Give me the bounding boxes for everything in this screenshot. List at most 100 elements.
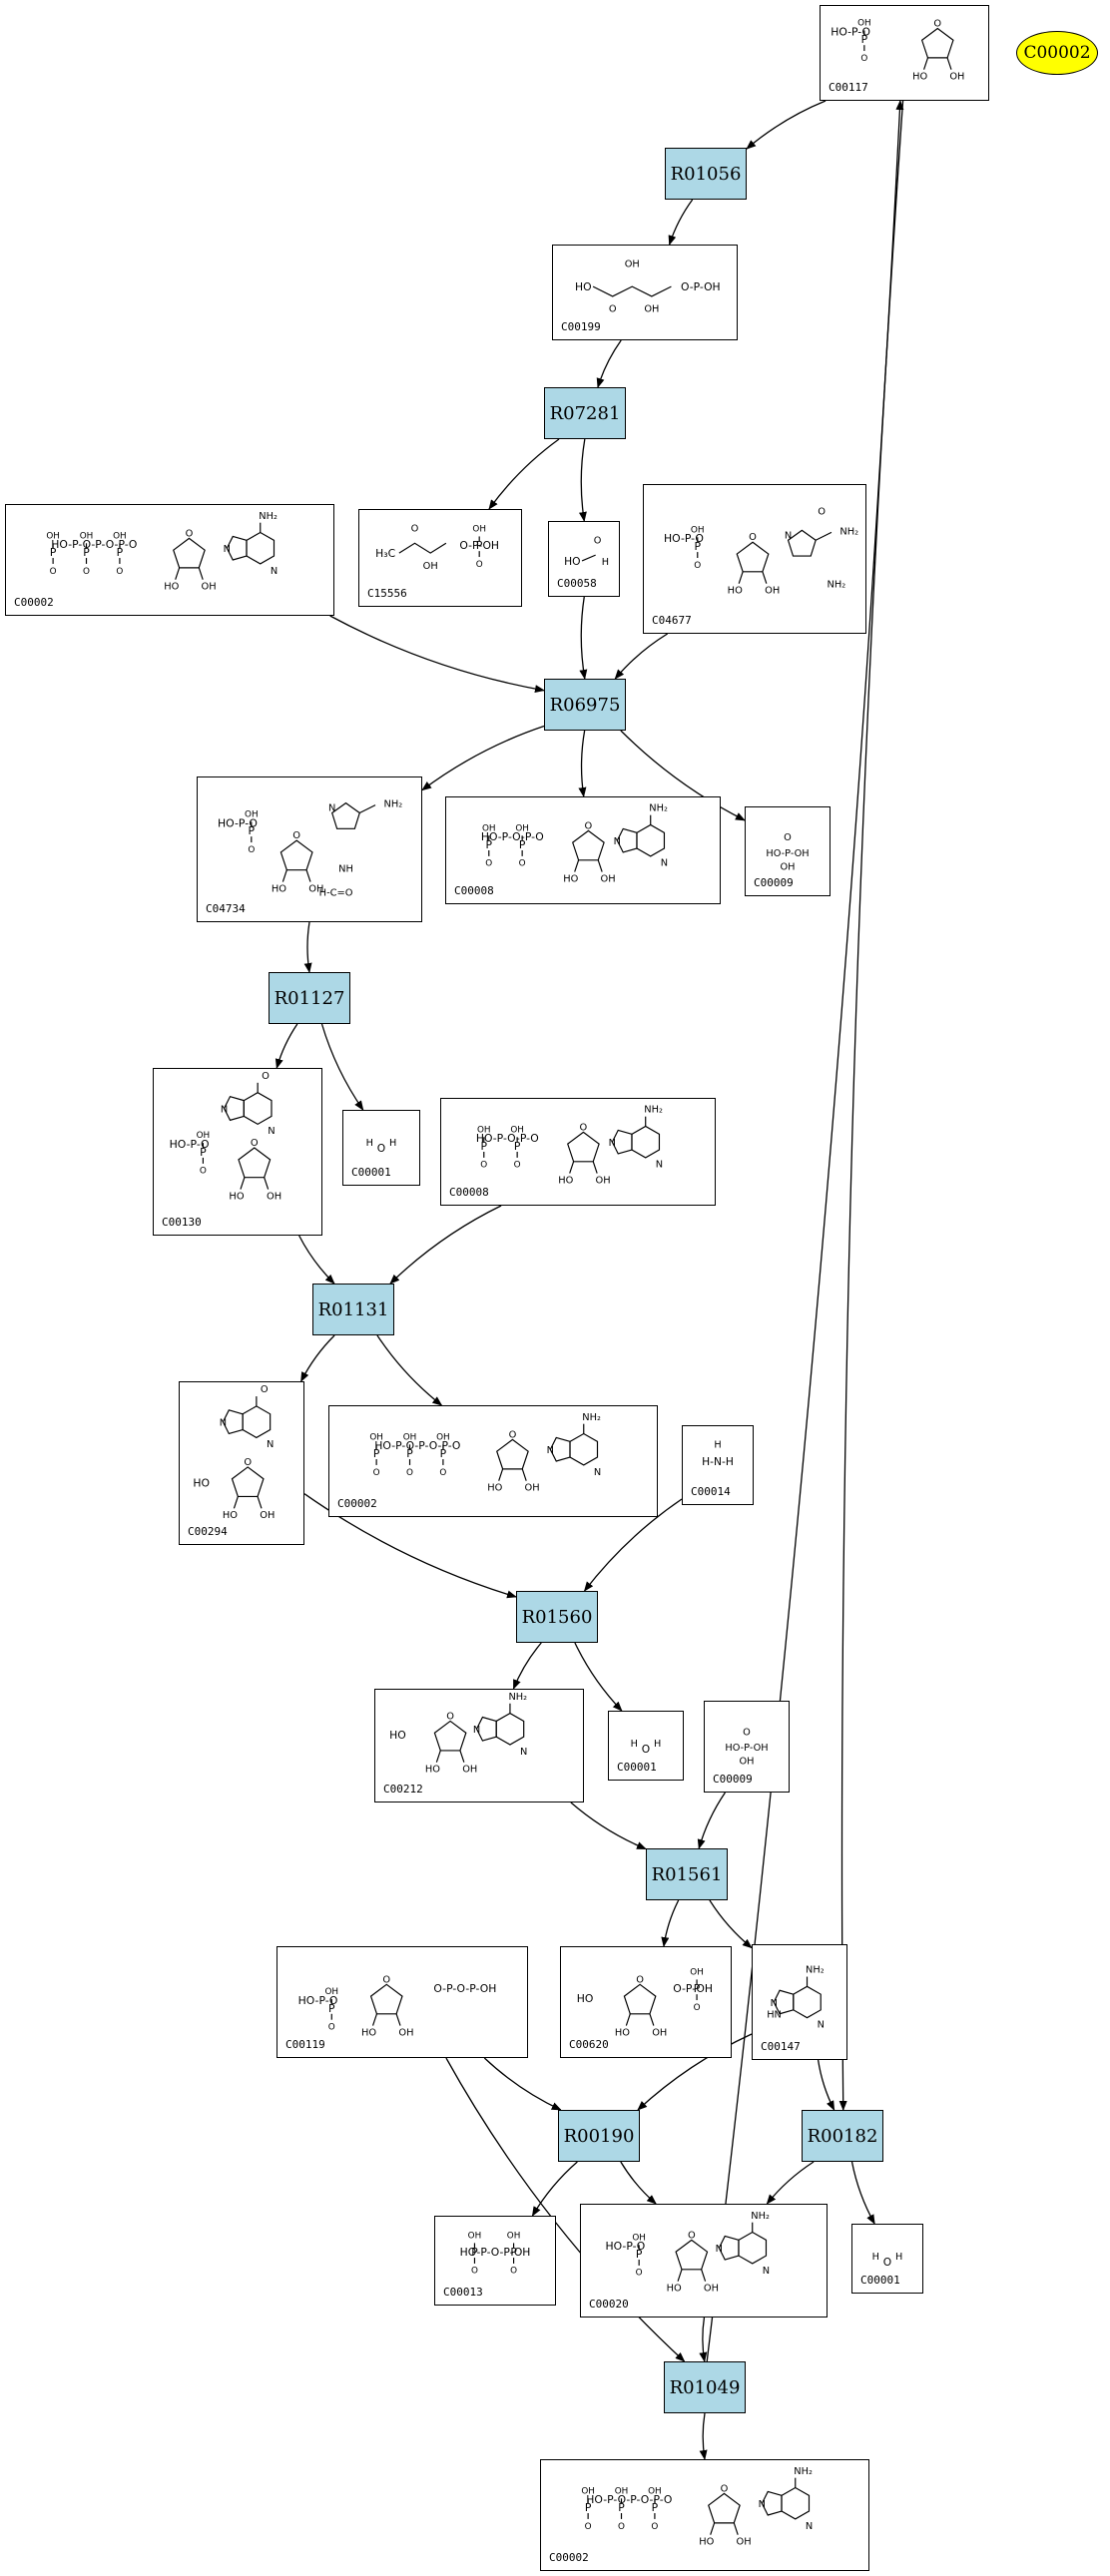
reaction-r01056[interactable]: R01056 [665, 148, 747, 200]
svg-text:O: O [514, 1161, 521, 1171]
svg-text:OH: OH [507, 2232, 521, 2242]
svg-text:O: O [519, 859, 526, 869]
svg-text:O: O [818, 507, 826, 518]
reaction-r01131[interactable]: R01131 [312, 1284, 394, 1335]
svg-text:HN: HN [767, 2010, 782, 2021]
svg-text:HO-P-O: HO-P-O [218, 816, 258, 829]
edge-arrow [303, 921, 312, 973]
svg-text:OH: OH [398, 2027, 413, 2038]
svg-text:OH: OH [780, 862, 795, 873]
svg-text:NH₂: NH₂ [751, 2211, 770, 2222]
edge-arrow [706, 100, 904, 2362]
compound-id: C00009 [713, 1773, 753, 1786]
svg-text:NH₂: NH₂ [582, 1412, 601, 1423]
edge-arrow [709, 1899, 753, 1949]
svg-text:P: P [373, 1447, 380, 1460]
svg-text:O: O [510, 2267, 517, 2277]
svg-text:H-N-H: H-N-H [702, 1455, 734, 1468]
edge-arrow [620, 730, 746, 821]
svg-text:O: O [262, 1071, 270, 1082]
svg-text:OH: OH [765, 586, 780, 597]
reaction-r06975[interactable]: R06975 [544, 679, 626, 731]
svg-text:O: O [248, 845, 255, 855]
svg-text:NH₂: NH₂ [259, 511, 278, 522]
svg-text:N: N [763, 2266, 770, 2277]
svg-text:H₃C: H₃C [375, 547, 395, 560]
reaction-r01560[interactable]: R01560 [516, 1591, 598, 1643]
svg-text:N: N [656, 1160, 663, 1171]
svg-text:OH: OH [525, 1482, 540, 1493]
svg-text:OH: OH [113, 531, 127, 541]
reaction-r01127[interactable]: R01127 [269, 972, 350, 1024]
svg-text:OH: OH [482, 823, 496, 833]
svg-text:N: N [716, 2244, 723, 2255]
svg-text:O-P-O-P-OH: O-P-O-P-OH [433, 1982, 496, 1995]
svg-text:P: P [328, 2002, 335, 2015]
svg-text:O: O [642, 1743, 650, 1756]
svg-text:O: O [116, 567, 123, 577]
svg-text:H: H [895, 2252, 902, 2263]
svg-text:N: N [785, 530, 792, 541]
reaction-r07281[interactable]: R07281 [544, 387, 626, 439]
edge-arrow [579, 596, 588, 680]
edge-arrow [850, 2161, 875, 2225]
svg-text:HO: HO [728, 586, 743, 597]
compound-id: C00008 [454, 884, 494, 897]
reaction-r00182[interactable]: R00182 [802, 2110, 883, 2162]
svg-text:O: O [251, 1138, 259, 1149]
svg-text:N: N [818, 2019, 825, 2030]
reaction-r01561[interactable]: R01561 [646, 1848, 728, 1900]
svg-text:OH: OH [468, 2232, 482, 2242]
compound-id: C00620 [569, 2038, 609, 2051]
svg-text:P: P [519, 838, 526, 851]
svg-text:OH: OH [369, 1432, 383, 1442]
reaction-r01049[interactable]: R01049 [664, 2361, 746, 2413]
reaction-r00190[interactable]: R00190 [558, 2110, 640, 2162]
svg-text:OH: OH [632, 2233, 646, 2243]
svg-text:N: N [806, 2521, 813, 2532]
legend-label: C00002 [1023, 43, 1091, 63]
svg-text:OH: OH [462, 1765, 477, 1776]
svg-text:HO: HO [193, 1477, 210, 1490]
compound-id: C00130 [162, 1216, 202, 1229]
svg-text:N: N [609, 1138, 616, 1149]
svg-text:O-P-OH: O-P-OH [681, 280, 721, 293]
edge-arrow [766, 2161, 815, 2205]
svg-text:N: N [520, 1747, 527, 1758]
compound-id: C00002 [14, 596, 54, 609]
svg-text:NH₂: NH₂ [806, 1965, 825, 1976]
edge-arrow [620, 2161, 657, 2205]
